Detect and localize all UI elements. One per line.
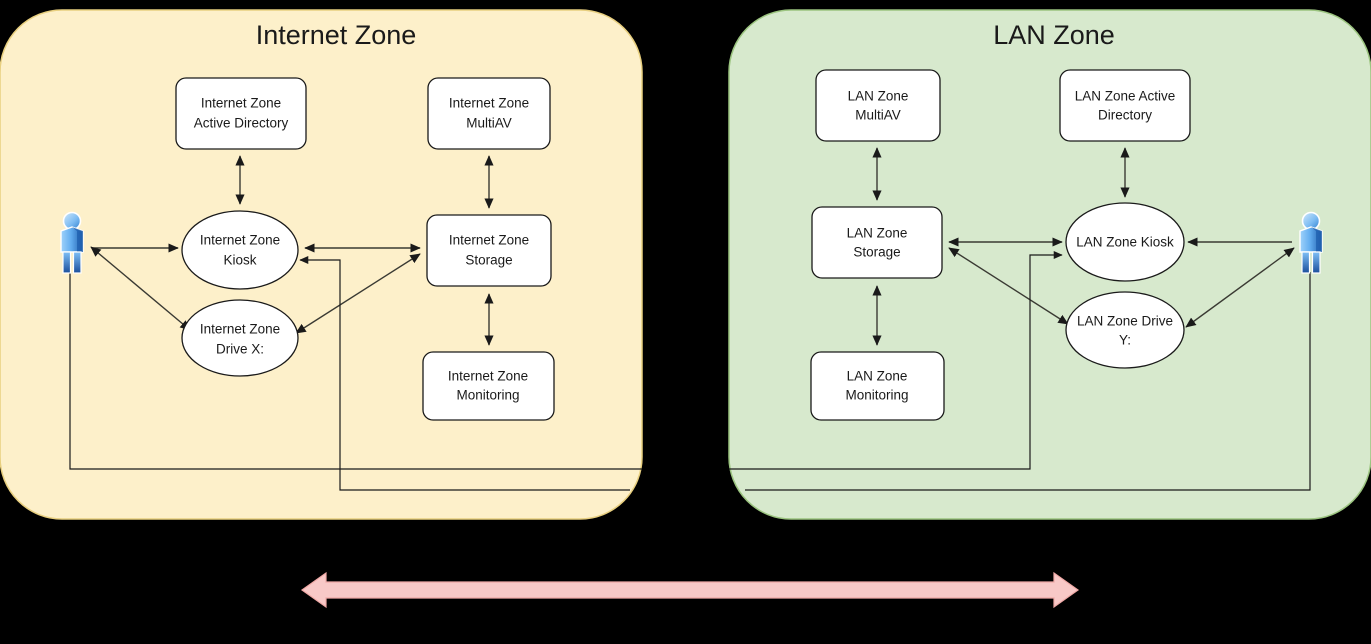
internet-drive-x-ellipse[interactable] — [181, 299, 299, 377]
lan-drive-y-ellipse[interactable] — [1065, 291, 1185, 369]
lan-drive-y-label-line2: Y: — [1119, 333, 1131, 348]
user-person-icon — [60, 211, 84, 274]
node-internet-storage[interactable]: Internet Zone Storage — [426, 214, 552, 287]
lan-multiav-label-line2: MultiAV — [855, 108, 901, 123]
internet-drive-x-label-line2: Drive X: — [216, 342, 264, 357]
internet-monitoring-label-line2: Monitoring — [456, 388, 519, 403]
lan-zone-title: LAN Zone — [993, 20, 1115, 50]
internet-kiosk-label-line1: Internet Zone — [200, 233, 280, 248]
internet-drive-x-label-line1: Internet Zone — [200, 322, 280, 337]
internet-storage-label-line1: Internet Zone — [449, 233, 529, 248]
internet-storage-label-line2: Storage — [465, 253, 512, 268]
internet-multiav-label-line2: MultiAV — [466, 116, 512, 131]
lan-drive-y-label-line1: LAN Zone Drive — [1077, 314, 1173, 329]
node-internet-multiav[interactable]: Internet Zone MultiAV — [427, 77, 551, 150]
edge-internet-user-external-route — [69, 272, 642, 470]
internet-kiosk-ellipse[interactable] — [181, 210, 299, 290]
internet-storage-box[interactable] — [426, 214, 552, 287]
node-lan-storage[interactable]: LAN Zone Storage — [811, 206, 943, 279]
edge-internet-kiosk-external-route — [299, 256, 630, 491]
node-internet-drive-x[interactable]: Internet Zone Drive X: — [181, 299, 299, 377]
internet-monitoring-label-line1: Internet Zone — [448, 369, 528, 384]
node-lan-monitoring[interactable]: LAN Zone Monitoring — [810, 351, 945, 421]
lan-active-directory-label-line1: LAN Zone Active — [1075, 89, 1176, 104]
internet-multiav-box[interactable] — [427, 77, 551, 150]
edge-lan-user-external-route — [745, 272, 1311, 491]
lan-storage-label-line1: LAN Zone — [847, 226, 908, 241]
edge-internet-drive-storage — [295, 253, 421, 334]
node-lan-multiav[interactable]: LAN Zone MultiAV — [815, 69, 941, 142]
edge-internet-user-drive — [90, 246, 191, 331]
zone-link-double-arrow-shape — [300, 571, 1080, 609]
lan-zone-edges — [729, 147, 1311, 491]
internet-user-actor[interactable] — [60, 211, 84, 274]
lan-kiosk-label: LAN Zone Kiosk — [1076, 235, 1174, 250]
lan-storage-label-line2: Storage — [853, 245, 900, 260]
internet-zone-edges — [69, 155, 642, 491]
node-internet-kiosk[interactable]: Internet Zone Kiosk — [181, 210, 299, 290]
lan-storage-box[interactable] — [811, 206, 943, 279]
internet-active-directory-label-line2: Active Directory — [194, 116, 289, 131]
lan-kiosk-ellipse[interactable] — [1065, 202, 1185, 282]
node-internet-monitoring[interactable]: Internet Zone Monitoring — [422, 351, 555, 421]
internet-active-directory-label-line1: Internet Zone — [201, 96, 281, 111]
lan-active-directory-box[interactable] — [1059, 69, 1191, 142]
internet-zone-title: Internet Zone — [256, 20, 417, 50]
node-internet-active-directory[interactable]: Internet Zone Active Directory — [175, 77, 307, 150]
internet-multiav-label-line1: Internet Zone — [449, 96, 529, 111]
lan-active-directory-label-line2: Directory — [1098, 108, 1152, 123]
lan-multiav-label-line1: LAN Zone — [848, 89, 909, 104]
node-lan-drive-y[interactable]: LAN Zone Drive Y: — [1065, 291, 1185, 369]
internet-active-directory-box[interactable] — [175, 77, 307, 150]
edge-lan-kiosk-external-route — [729, 251, 1063, 470]
lan-user-actor[interactable] — [1299, 211, 1323, 274]
edge-lan-user-drive — [1185, 247, 1295, 328]
node-lan-kiosk[interactable]: LAN Zone Kiosk — [1065, 202, 1185, 282]
node-lan-active-directory[interactable]: LAN Zone Active Directory — [1059, 69, 1191, 142]
lan-monitoring-label-line1: LAN Zone — [847, 369, 908, 384]
internet-monitoring-box[interactable] — [422, 351, 555, 421]
lan-monitoring-label-line2: Monitoring — [845, 388, 908, 403]
lan-monitoring-box[interactable] — [810, 351, 945, 421]
internet-kiosk-label-line2: Kiosk — [223, 253, 256, 268]
zone-link-arrow — [300, 571, 1080, 609]
edge-lan-storage-drive — [948, 247, 1069, 325]
lan-multiav-box[interactable] — [815, 69, 941, 142]
user-person-icon — [1299, 211, 1323, 274]
